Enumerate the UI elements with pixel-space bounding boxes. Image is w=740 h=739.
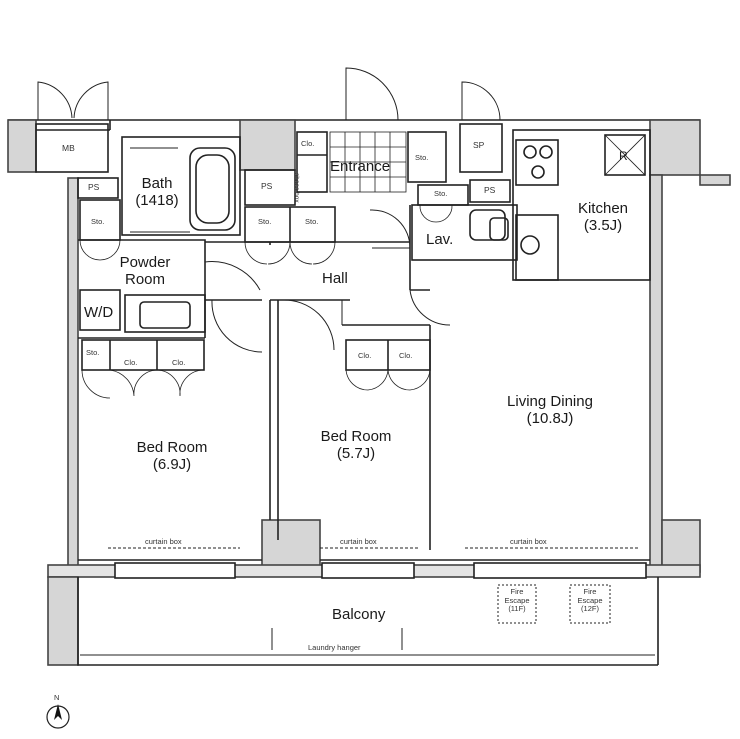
room-label-lav: Lav. xyxy=(426,231,454,248)
room-label-powder-room: Powder Room xyxy=(119,254,171,289)
room-label-wd: W/D xyxy=(84,304,114,321)
label-shoes-box: shoes box xyxy=(293,173,300,203)
label-curtain-box-1: curtain box xyxy=(145,537,182,546)
label-ps-3: PS xyxy=(484,185,496,195)
label-sto-3: Sto. xyxy=(305,217,319,226)
label-fire-escape-12f: Fire Escape (12F) xyxy=(577,587,603,614)
label-sto-1: Sto. xyxy=(91,217,105,226)
label-sp: SP xyxy=(473,140,485,150)
label-clo-1: Clo. xyxy=(301,139,315,148)
label-clo-4: Clo. xyxy=(358,351,372,360)
north-arrow-icon xyxy=(46,704,70,729)
room-label-bath: Bath (1418) xyxy=(135,175,179,210)
room-label-bedroom-1: Bed Room (6.9J) xyxy=(136,439,208,474)
label-fire-escape-11f: Fire Escape (11F) xyxy=(504,587,530,614)
label-curtain-box-3: curtain box xyxy=(510,537,547,546)
room-label-hall: Hall xyxy=(322,270,348,287)
label-clo-5: Clo. xyxy=(399,351,413,360)
label-sto-4: Sto. xyxy=(415,153,429,162)
label-sto-5: Sto. xyxy=(434,189,448,198)
label-sto-2: Sto. xyxy=(258,217,272,226)
room-label-entrance: Entrance xyxy=(330,158,391,175)
label-north: N xyxy=(54,693,60,702)
label-ps-1: PS xyxy=(88,182,100,192)
label-ps-2: PS xyxy=(261,181,273,191)
label-laundry-hanger: Laundry hanger xyxy=(308,643,361,652)
room-label-kitchen: Kitchen (3.5J) xyxy=(577,200,629,235)
label-refrigerator: R xyxy=(619,149,628,163)
label-clo-2: Clo. xyxy=(124,358,138,367)
room-label-balcony: Balcony xyxy=(332,606,386,623)
label-curtain-box-2: curtain box xyxy=(340,537,377,546)
room-label-bedroom-2: Bed Room (5.7J) xyxy=(320,428,392,463)
room-label-living-dining: Living Dining (10.8J) xyxy=(507,393,593,428)
label-sto-6: Sto. xyxy=(86,348,100,357)
label-mb: MB xyxy=(62,143,75,153)
label-clo-3: Clo. xyxy=(172,358,186,367)
